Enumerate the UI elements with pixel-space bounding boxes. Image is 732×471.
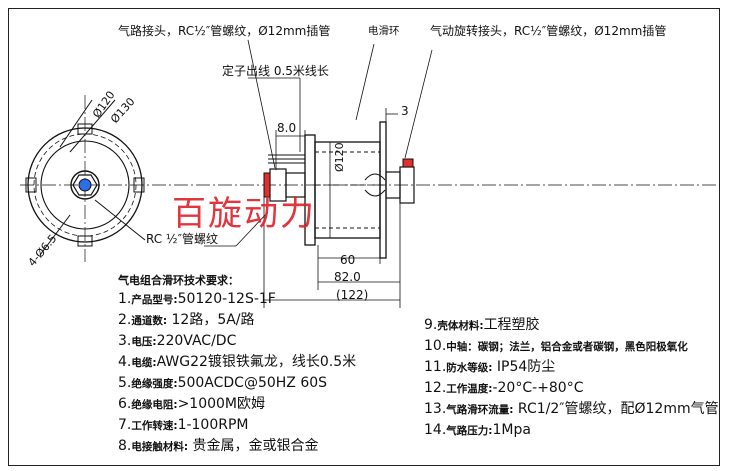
spec-number: 11. — [424, 359, 447, 375]
dim-len3: 3 — [401, 104, 409, 118]
spec-label: 绝缘电阻: — [131, 399, 178, 411]
spec-number: 7. — [118, 417, 132, 433]
spec-row: 6.绝缘电阻:>1000M欧姆 — [118, 395, 265, 414]
spec-value: -20°C-+80°C — [492, 380, 584, 396]
spec-label: 电缆: — [131, 357, 157, 369]
label-air-connector: 气路接头，RC½″管螺纹，Ø12mm插管 — [118, 24, 331, 38]
dim-len8: 8.0 — [277, 121, 297, 135]
spec-number: 2. — [118, 312, 132, 328]
spec-number: 4. — [118, 354, 132, 370]
side-view — [263, 121, 415, 259]
spec-value: 1-100RPM — [177, 417, 249, 433]
spec-row: 11.防水等级: IP54防尘 — [424, 358, 555, 377]
spec-row: 5.绝缘强度:500ACDC@50HZ 60S — [118, 374, 327, 393]
spec-label: 防水等级: — [446, 362, 493, 374]
spec-row: 7.工作转速:1-100RPM — [118, 416, 249, 435]
label-stator-outlet: 定子出线 0.5米线长 — [222, 64, 329, 78]
spec-row: 8.电接触材料: 贵金属，金或银合金 — [118, 437, 319, 456]
dim-len82: 82.0 — [334, 270, 361, 284]
spec-label: 中轴：碳钢；法兰，铝合金或者碳钢，黑色阳极氧化 — [446, 341, 688, 353]
spec-value: 500ACDC@50HZ 60S — [177, 375, 328, 391]
spec-number: 8. — [118, 438, 132, 454]
spec-row: 4.电缆:AWG22镀银铁氟龙，线长0.5米 — [118, 353, 356, 372]
spec-label: 绝缘强度: — [131, 378, 178, 390]
spec-value: IP54防尘 — [492, 359, 556, 375]
spec-number: 5. — [118, 375, 132, 391]
dim-side-d120: Ø120 — [333, 142, 346, 172]
dim-len122: (122) — [336, 288, 369, 302]
spec-number: 3. — [118, 333, 132, 349]
spec-value: RC1/2″管螺纹，配Ø12mm气管 — [513, 401, 719, 417]
drawing-frame — [8, 8, 720, 466]
spec-row: 14.气路压力:1Mpa — [424, 421, 531, 440]
spec-label: 工作温度: — [446, 383, 493, 395]
spec-number: 1. — [118, 291, 132, 307]
spec-row: 10.中轴：碳钢；法兰，铝合金或者碳钢，黑色阳极氧化 — [424, 337, 688, 356]
label-rotary-air-connector: 气动旋转接头，RC½″管螺纹，Ø12mm插管 — [430, 24, 667, 38]
spec-number: 10. — [424, 338, 447, 354]
spec-value: >1000M欧姆 — [177, 396, 266, 412]
spec-row: 2.通道数: 12路，5A/路 — [118, 311, 255, 330]
spec-number: 6. — [118, 396, 132, 412]
spec-row: 9.壳体材料:工程塑胶 — [424, 316, 540, 335]
label-slip-ring: 电滑环 — [368, 25, 400, 37]
spec-row: 1.产品型号:50120-12S-1F — [118, 290, 276, 309]
front-view — [25, 99, 146, 256]
label-rc-thread: RC ½″管螺纹 — [146, 232, 219, 246]
spec-number: 13. — [424, 401, 447, 417]
spec-title: 气电组合滑环技术要求： — [118, 274, 239, 287]
spec-row: 13.气路滑环流量: RC1/2″管螺纹，配Ø12mm气管 — [424, 400, 719, 419]
leaders — [204, 39, 433, 247]
spec-value: 1Mpa — [492, 422, 531, 438]
spec-label: 气路滑环流量: — [446, 404, 514, 416]
spec-number: 14. — [424, 422, 447, 438]
spec-label: 工作转速: — [131, 420, 178, 432]
spec-row: 3.电压:220VAC/DC — [118, 332, 236, 351]
watermark-text: 百旋动力 — [172, 194, 316, 234]
spec-label: 壳体材料: — [437, 320, 484, 332]
spec-label: 电接触材料: — [131, 441, 189, 453]
spec-value: 50120-12S-1F — [177, 291, 276, 307]
spec-label: 产品型号: — [131, 294, 178, 306]
spec-value: 工程塑胶 — [483, 317, 540, 333]
spec-value: 220VAC/DC — [156, 333, 237, 349]
spec-row: 12.工作温度:-20°C-+80°C — [424, 379, 583, 398]
spec-label: 电压: — [131, 336, 157, 348]
spec-label: 通道数: — [131, 315, 168, 327]
spec-label: 气路压力: — [446, 425, 493, 437]
side-dimensions — [263, 108, 401, 308]
spec-value: 贵金属，金或银合金 — [188, 438, 319, 454]
dim-len60: 60 — [340, 253, 356, 267]
spec-value: AWG22镀银铁氟龙，线长0.5米 — [156, 354, 357, 370]
spec-number: 12. — [424, 380, 447, 396]
spec-value: 12路，5A/路 — [167, 312, 255, 328]
spec-number: 9. — [424, 317, 438, 333]
